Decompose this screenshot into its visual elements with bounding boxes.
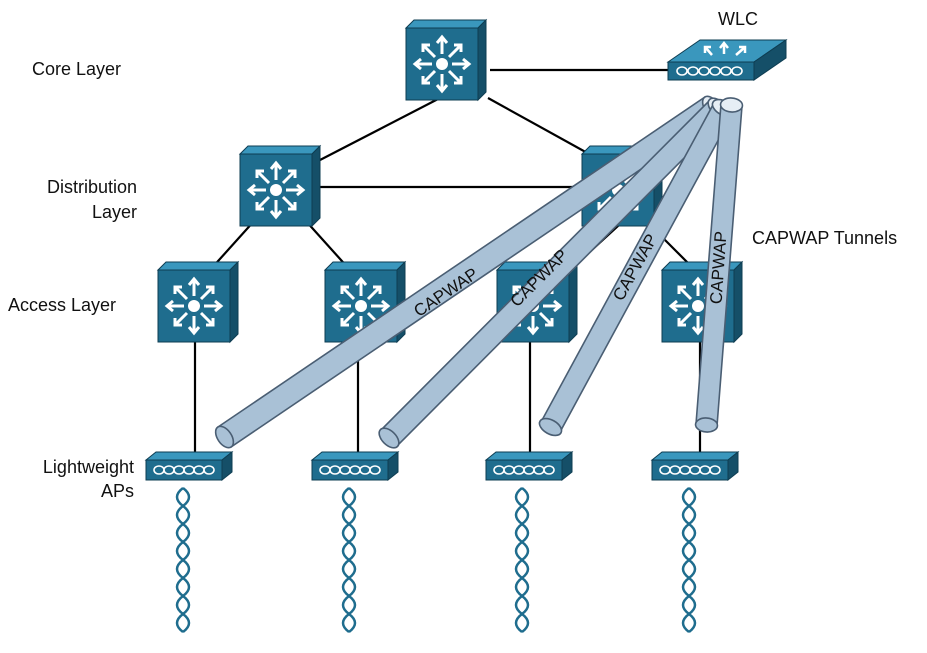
link-core-dist-right [487,97,601,161]
ap-2-icon [311,451,399,481]
capwap-tunnels-label: CAPWAP Tunnels [752,228,898,248]
lightweight-aps-label-line2: APs [100,481,134,501]
distribution-layer-label-line2: Layer [91,202,137,222]
access-switch-1-icon [156,260,240,344]
wireless-signal-4-icon [681,486,697,634]
link-core-dist-left [319,97,441,161]
ap-1-icon [145,451,233,481]
wireless-signal-1-icon [175,486,191,634]
wireless-signal-2-icon [341,486,357,634]
wlc-icon [666,38,788,82]
wired-links [193,68,702,460]
wireless-signal-3-icon [514,486,530,634]
wlc-label: WLC [718,9,758,29]
lightweight-aps-label-line1: Lightweight [42,457,134,477]
distribution-layer-label-line1: Distribution [46,177,137,197]
core-switch-icon [404,18,488,102]
distribution-switch-left-icon [238,144,322,228]
capwap-tunnels [214,95,744,449]
core-layer-label: Core Layer [32,59,122,79]
ap-4-icon [651,451,739,481]
access-switch-4-icon [660,260,744,344]
ap-3-icon [485,451,573,481]
access-layer-label: Access Layer [8,295,117,315]
